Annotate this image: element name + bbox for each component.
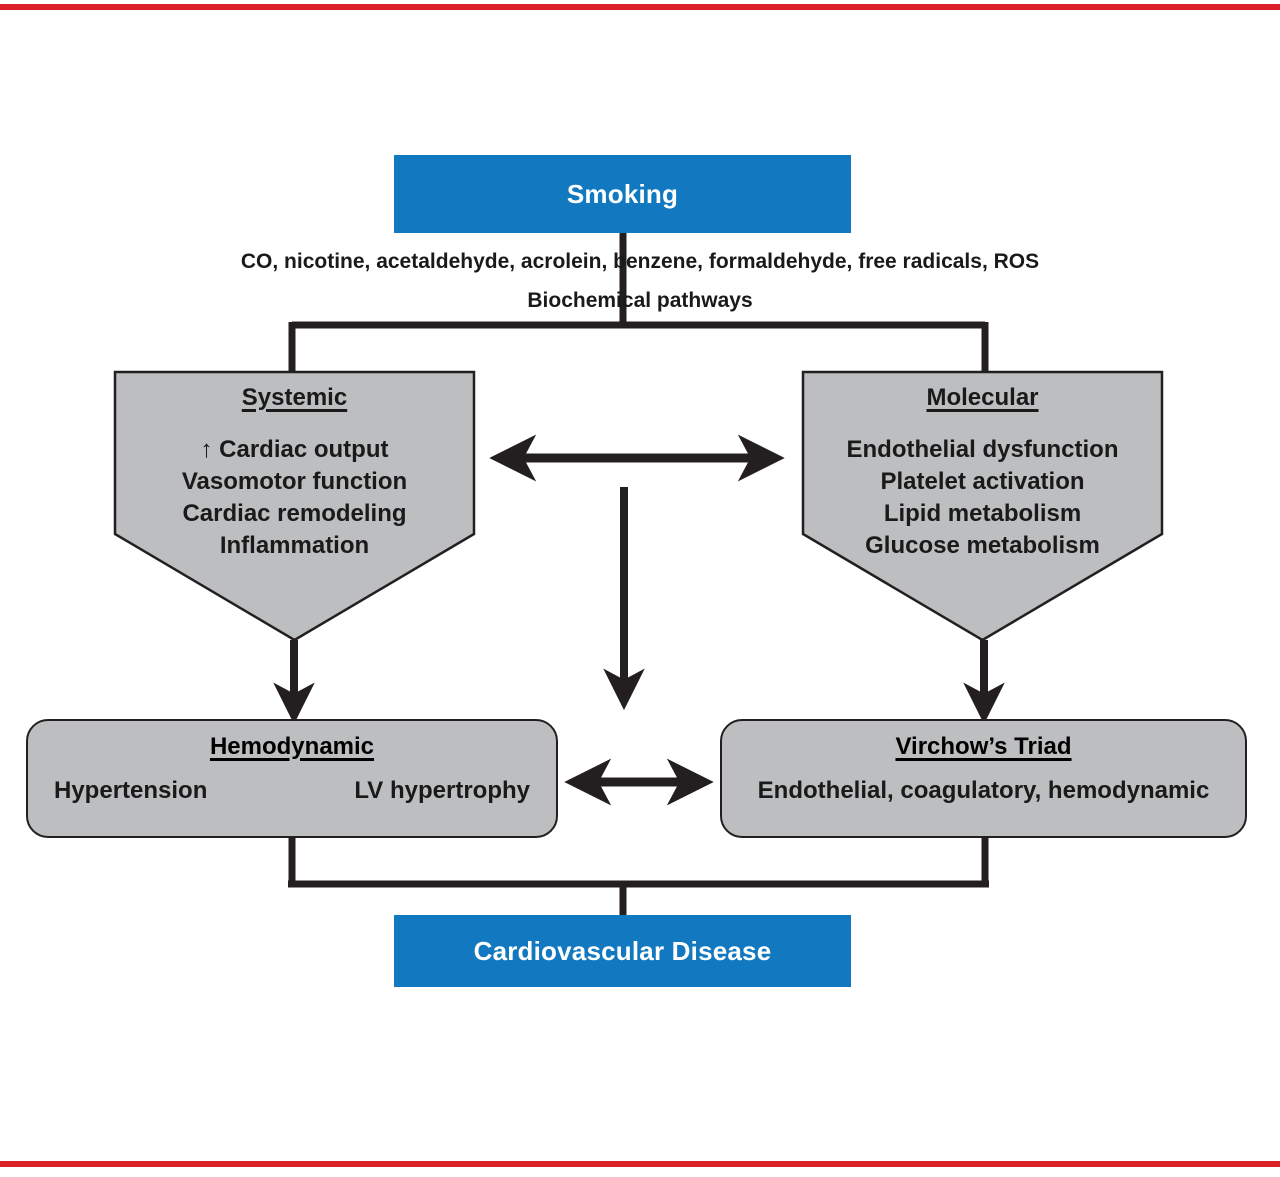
node-cardiovascular-disease-label: Cardiovascular Disease — [473, 935, 772, 966]
systemic-content: Systemic ↑ Cardiac output Vasomotor func… — [113, 370, 476, 562]
node-smoking[interactable]: Smoking — [394, 155, 851, 233]
molecular-items: Endothelial dysfunction Platelet activat… — [801, 434, 1164, 562]
node-virchows-triad[interactable]: Virchow’s Triad Endothelial, coagulatory… — [720, 719, 1247, 838]
systemic-pentagon-shape — [113, 370, 476, 642]
node-hemodynamic[interactable]: Hemodynamic Hypertension LV hypertrophy — [26, 719, 558, 838]
molecular-item-2: Lipid metabolism — [883, 499, 1082, 527]
molecular-item-0: Endothelial dysfunction — [846, 436, 1119, 463]
systemic-item-1: Vasomotor function — [181, 467, 408, 495]
node-cardiovascular-disease[interactable]: Cardiovascular Disease — [394, 915, 851, 987]
systemic-items: ↑ Cardiac output Vasomotor function Card… — [113, 434, 476, 562]
hemodynamic-item-right: LV hypertrophy — [354, 777, 530, 804]
bottom-red-rule — [0, 1161, 1280, 1167]
hemodynamic-item-left: Hypertension — [54, 777, 208, 804]
systemic-item-2: Cardiac remodeling — [182, 499, 407, 527]
node-systemic[interactable]: Systemic ↑ Cardiac output Vasomotor func… — [113, 370, 476, 642]
top-red-rule — [0, 4, 1280, 10]
node-hemodynamic-heading: Hemodynamic — [209, 733, 375, 760]
systemic-item-0: ↑ Cardiac output — [200, 436, 389, 463]
molecular-pentagon-shape — [801, 370, 1164, 642]
virchows-triad-item: Endothelial, coagulatory, hemodynamic — [757, 777, 1210, 804]
node-virchows-triad-heading: Virchow’s Triad — [895, 733, 1072, 760]
node-systemic-heading: Systemic — [241, 384, 348, 411]
node-molecular[interactable]: Molecular Endothelial dysfunction Platel… — [801, 370, 1164, 642]
caption-biochemical-pathways: Biochemical pathways — [527, 289, 753, 312]
caption-mediators: CO, nicotine, acetaldehyde, acrolein, be… — [240, 250, 1040, 273]
hemodynamic-items: Hypertension LV hypertrophy — [28, 777, 556, 805]
node-smoking-label: Smoking — [566, 178, 679, 209]
molecular-item-1: Platelet activation — [880, 467, 1085, 495]
systemic-item-3: Inflammation — [219, 531, 370, 559]
molecular-content: Molecular Endothelial dysfunction Platel… — [801, 370, 1164, 562]
node-molecular-heading: Molecular — [926, 384, 1039, 411]
molecular-item-3: Glucose metabolism — [865, 531, 1100, 559]
